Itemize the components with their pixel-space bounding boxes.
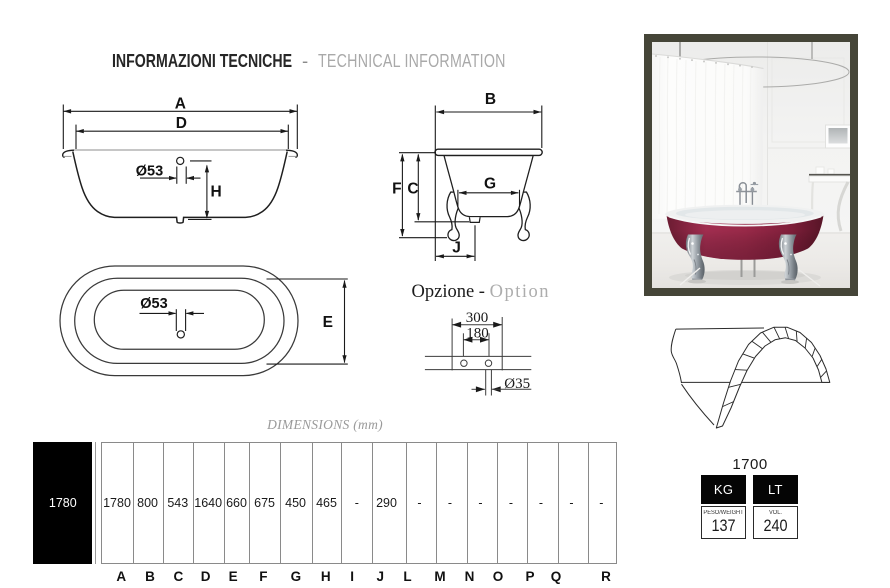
svg-text:A: A: [175, 95, 186, 112]
svg-text:D: D: [176, 115, 187, 132]
svg-text:E: E: [323, 314, 333, 331]
svg-text:B: B: [485, 91, 496, 108]
svg-text:F: F: [392, 180, 401, 197]
svg-text:180: 180: [466, 325, 489, 341]
svg-text:Ø35: Ø35: [504, 376, 530, 392]
svg-text:G: G: [484, 175, 496, 192]
svg-text:J: J: [452, 240, 461, 257]
svg-text:C: C: [407, 180, 418, 197]
svg-text:Ø53: Ø53: [136, 163, 163, 179]
svg-text:H: H: [211, 184, 222, 201]
svg-text:300: 300: [466, 310, 489, 326]
svg-text:Ø53: Ø53: [140, 296, 167, 312]
